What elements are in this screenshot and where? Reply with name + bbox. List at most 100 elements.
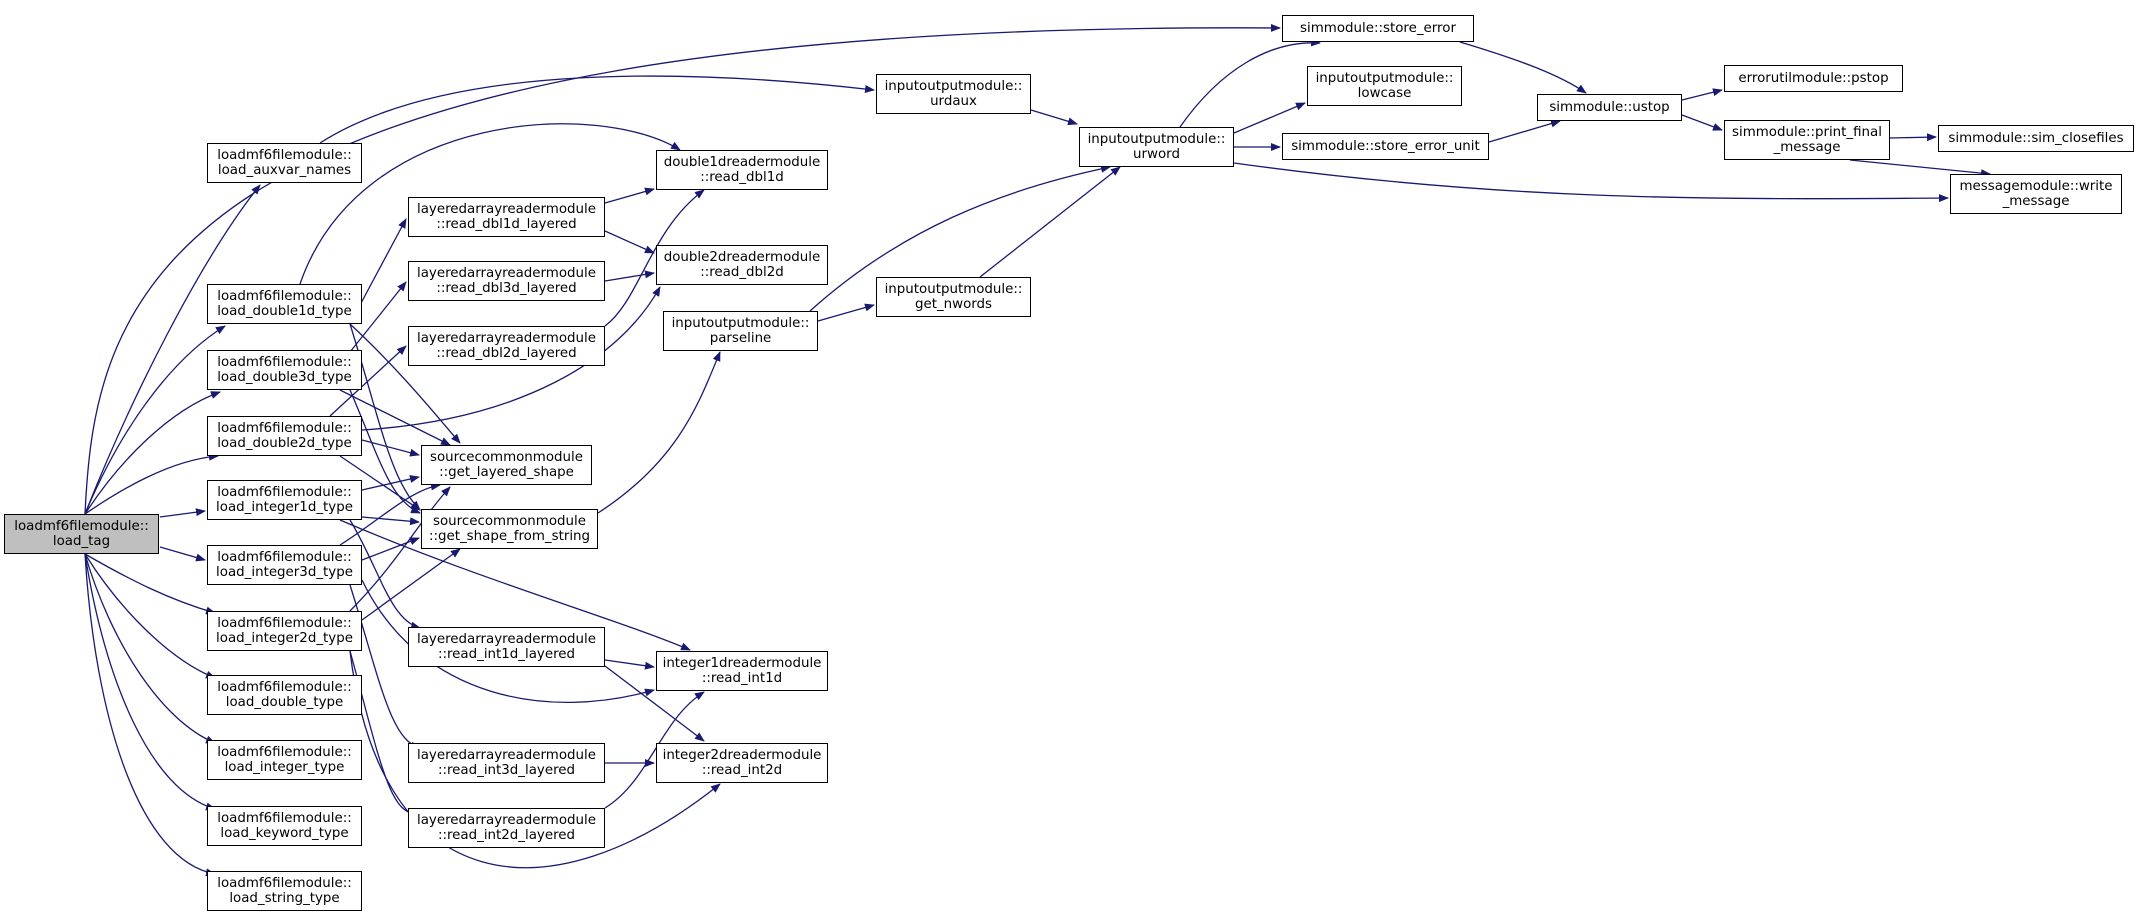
node-load-double1d-type[interactable]: loadmf6filemodule:: load_double1d_type [207,284,362,324]
node-line2: ::read_dbl1d [700,170,784,185]
edge-d3-dbl3dlay [349,281,407,353]
node-read-dbl1d[interactable]: double1dreadermodule ::read_dbl1d [656,150,828,190]
node-line1: layeredarrayreadermodule [417,813,596,828]
edge-dbl2dlay-readdbl1d [604,189,705,327]
node-line1: simmodule::store_error [1300,21,1456,36]
node-write-message[interactable]: messagemodule::write _message [1950,174,2122,214]
node-line2: ::read_int2d [701,763,783,778]
node-line1: loadmf6filemodule:: [14,519,149,534]
node-line2: load_string_type [229,891,340,906]
node-line1: sourcecommonmodule [433,514,586,529]
node-load-double3d-type[interactable]: loadmf6filemodule:: load_double3d_type [207,350,362,390]
node-line1: inputoutputmodule:: [671,316,810,331]
edge-printfinal-simclose [1889,133,1937,142]
node-store-error[interactable]: simmodule::store_error [1282,15,1474,42]
edge-tag-int1d [159,508,206,518]
edge-tag-dbl3d [84,391,221,515]
edge-tag-int2d [84,553,216,615]
node-load-double2d-type[interactable]: loadmf6filemodule:: load_double2d_type [207,416,362,456]
node-line2: ::read_dbl2d [700,265,784,280]
node-line2: load_integer_type [224,760,345,775]
node-parseline[interactable]: inputoutputmodule:: parseline [663,311,818,351]
node-line1: inputoutputmodule:: [884,282,1023,297]
edge-urword-lowcase [1233,102,1306,134]
edge-tag-storeerr [84,23,1281,515]
node-line2: load_auxvar_names [217,163,352,178]
edge-i1-layshape [361,475,420,491]
edge-int1dlay-readint1d [604,659,655,670]
edge-i2-shapestr [361,548,461,621]
node-line2: ::read_dbl1d_layered [436,217,577,232]
node-line1: layeredarrayreadermodule [417,202,596,217]
edge-parseline-getnwords [817,303,875,322]
node-line1: messagemodule::write [1959,179,2113,194]
node-line1: double2dreadermodule [663,250,821,265]
edge-d2-shapestr [339,455,421,511]
node-line1: inputoutputmodule:: [1087,132,1226,147]
edge-printfinal-writemsg [1849,159,1991,178]
node-load-tag[interactable]: loadmf6filemodule:: load_tag [4,514,159,554]
node-read-int1d-layered[interactable]: layeredarrayreadermodule ::read_int1d_la… [408,627,605,667]
edge-int2dlay-readint1d [604,691,705,809]
edge-tag-integer [84,553,216,744]
node-line1: loadmf6filemodule:: [217,745,352,760]
node-line2: ::get_layered_shape [439,465,574,480]
node-line1: loadmf6filemodule:: [217,289,352,304]
edge-storeerrunit-ustop [1488,119,1561,143]
edge-d2-readdbl2d [361,286,661,431]
edge-urword-storeerr [1179,38,1321,128]
node-print-final-message[interactable]: simmodule::print_final _message [1724,120,1890,160]
node-urword[interactable]: inputoutputmodule:: urword [1079,127,1234,167]
edge-int1dlay-readint2d [604,665,705,742]
edge-tag-auxvar [84,184,261,515]
edge-i1-readint1d [339,519,691,651]
node-line1: loadmf6filemodule:: [217,616,352,631]
node-load-integer2d-type[interactable]: loadmf6filemodule:: load_integer2d_type [207,611,362,651]
node-get-nwords[interactable]: inputoutputmodule:: get_nwords [876,277,1031,317]
node-line2: load_integer2d_type [216,631,353,646]
node-sim-closefiles[interactable]: simmodule::sim_closefiles [1938,125,2134,152]
node-load-string-type[interactable]: loadmf6filemodule:: load_string_type [207,871,362,911]
edge-ustop-printfinal [1681,114,1723,131]
edge-d1-dbl1dlay [359,218,407,306]
node-load-double-type[interactable]: loadmf6filemodule:: load_double_type [207,675,362,715]
node-urdaux[interactable]: inputoutputmodule:: urdaux [876,74,1031,114]
edge-tag-keyword [84,553,216,811]
node-line2: parseline [709,331,772,346]
node-read-int1d[interactable]: integer1dreadermodule ::read_int1d [656,651,828,691]
node-read-dbl2d[interactable]: double2dreadermodule ::read_dbl2d [656,245,828,285]
node-read-dbl2d-layered[interactable]: layeredarrayreadermodule ::read_dbl2d_la… [408,326,605,366]
node-line2: load_keyword_type [220,826,349,841]
node-line1: integer1dreadermodule [662,656,822,671]
node-read-int2d-layered[interactable]: layeredarrayreadermodule ::read_int2d_la… [408,808,605,848]
node-lowcase[interactable]: inputoutputmodule:: lowcase [1307,66,1462,106]
edge-i1-int1dlay [349,519,421,630]
node-get-layered-shape[interactable]: sourcecommonmodule ::get_layered_shape [421,445,592,485]
node-read-int3d-layered[interactable]: layeredarrayreadermodule ::read_int3d_la… [408,743,605,783]
node-line1: layeredarrayreadermodule [417,331,596,346]
node-line2: ::read_dbl2d_layered [436,346,577,361]
node-ustop[interactable]: simmodule::ustop [1537,94,1682,121]
node-read-int2d[interactable]: integer2dreadermodule ::read_int2d [656,743,828,783]
edge-i3-readint1d [361,579,655,703]
node-read-dbl1d-layered[interactable]: layeredarrayreadermodule ::read_dbl1d_la… [408,197,605,237]
edge-i3-layshape [339,482,441,546]
node-line1: simmodule::store_error_unit [1291,139,1480,154]
node-store-error-unit[interactable]: simmodule::store_error_unit [1282,133,1489,160]
node-load-integer1d-type[interactable]: loadmf6filemodule:: load_integer1d_type [207,480,362,520]
node-load-keyword-type[interactable]: loadmf6filemodule:: load_keyword_type [207,806,362,846]
node-get-shape-from-string[interactable]: sourcecommonmodule ::get_shape_from_stri… [421,509,598,549]
node-load-integer-type[interactable]: loadmf6filemodule:: load_integer_type [207,740,362,780]
node-line2: _message [2002,194,2070,209]
edge-urdaux-urword [1030,109,1078,126]
node-pstop[interactable]: errorutilmodule::pstop [1724,65,1903,92]
node-line2: ::read_int1d [701,671,783,686]
node-load-auxvar-names[interactable]: loadmf6filemodule:: load_auxvar_names [207,143,362,183]
node-line2: ::read_int1d_layered [437,647,576,662]
node-line1: loadmf6filemodule:: [217,355,352,370]
node-line1: loadmf6filemodule:: [217,811,352,826]
node-line2: load_double3d_type [217,370,352,385]
node-read-dbl3d-layered[interactable]: layeredarrayreadermodule ::read_dbl3d_la… [408,261,605,301]
node-load-integer3d-type[interactable]: loadmf6filemodule:: load_integer3d_type [207,545,362,585]
